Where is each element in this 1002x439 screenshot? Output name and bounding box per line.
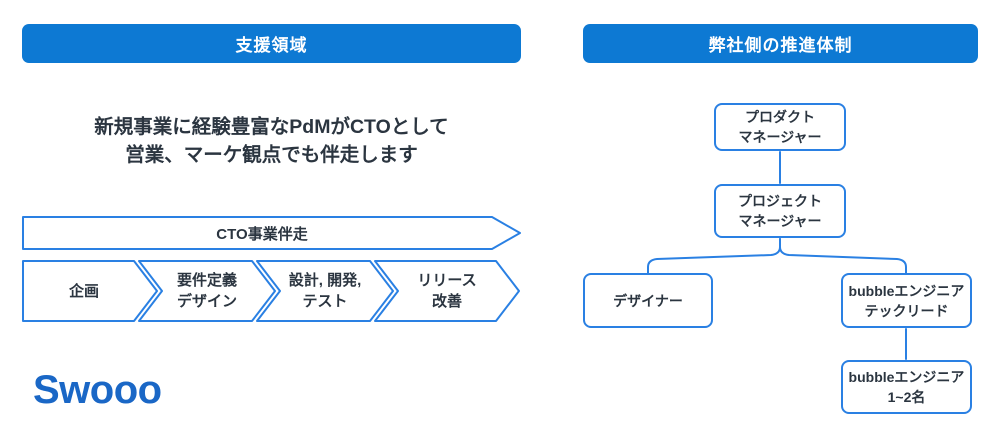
process-flow: 企画 要件定義 デザイン 設計, 開発, テスト リリース 改善	[22, 260, 522, 322]
process-step-release-improve: リリース 改善	[385, 260, 509, 322]
org-node-bubble-techlead: bubbleエンジニア テックリード	[841, 273, 972, 328]
org-node-label: プロダクト	[745, 109, 815, 125]
process-chevron-shapes	[22, 260, 520, 322]
org-node-product-manager: プロダクト マネージャー	[714, 103, 846, 151]
org-node-label: bubbleエンジニア	[848, 282, 965, 299]
org-node-label: 1~2名	[887, 389, 926, 405]
process-step-requirements-design: 要件定義 デザイン	[145, 260, 269, 322]
process-step-label: 要件定義	[176, 272, 237, 289]
process-step-label: テスト	[302, 293, 348, 310]
process-step-label: 企画	[68, 282, 99, 300]
promotion-structure-header: 弊社側の推進体制	[583, 24, 978, 63]
connector-pjm-branches	[647, 238, 907, 274]
connector-techlead-engineers	[905, 328, 907, 360]
org-node-designer: デザイナー	[583, 273, 713, 328]
org-node-project-manager: プロジェクト マネージャー	[714, 184, 846, 238]
org-node-label: デザイナー	[613, 292, 683, 309]
support-area-header: 支援領域	[22, 24, 521, 63]
process-step-label: 改善	[431, 293, 462, 310]
cto-support-banner-arrow: CTO事業伴走	[22, 216, 522, 250]
org-node-label: マネージャー	[738, 213, 822, 229]
support-description: 新規事業に経験豊富なPdMがCTOとして 営業、マーケ観点でも伴走します	[22, 113, 521, 169]
swooo-logo: Swooo	[33, 368, 162, 412]
process-step-label: デザイン	[176, 293, 237, 310]
process-step-planning: 企画	[22, 260, 146, 322]
connector-pdm-pjm	[779, 151, 781, 184]
process-step-dev-test: 設計, 開発, テスト	[263, 260, 387, 322]
org-node-bubble-engineers: bubbleエンジニア 1~2名	[841, 360, 972, 414]
org-node-label: マネージャー	[738, 129, 822, 145]
org-node-label: bubbleエンジニア	[848, 369, 965, 385]
org-node-label: プロジェクト	[738, 193, 822, 209]
banner-arrow-shape	[22, 216, 521, 250]
process-step-label: リリース	[417, 272, 477, 289]
process-step-label: 設計, 開発,	[288, 272, 362, 289]
banner-arrow-label: CTO事業伴走	[216, 225, 308, 243]
support-description-line2: 営業、マーケ観点でも伴走します	[125, 144, 418, 166]
support-description-line1: 新規事業に経験豊富なPdMがCTOとして	[94, 116, 449, 138]
org-node-label: テックリード	[864, 302, 949, 319]
